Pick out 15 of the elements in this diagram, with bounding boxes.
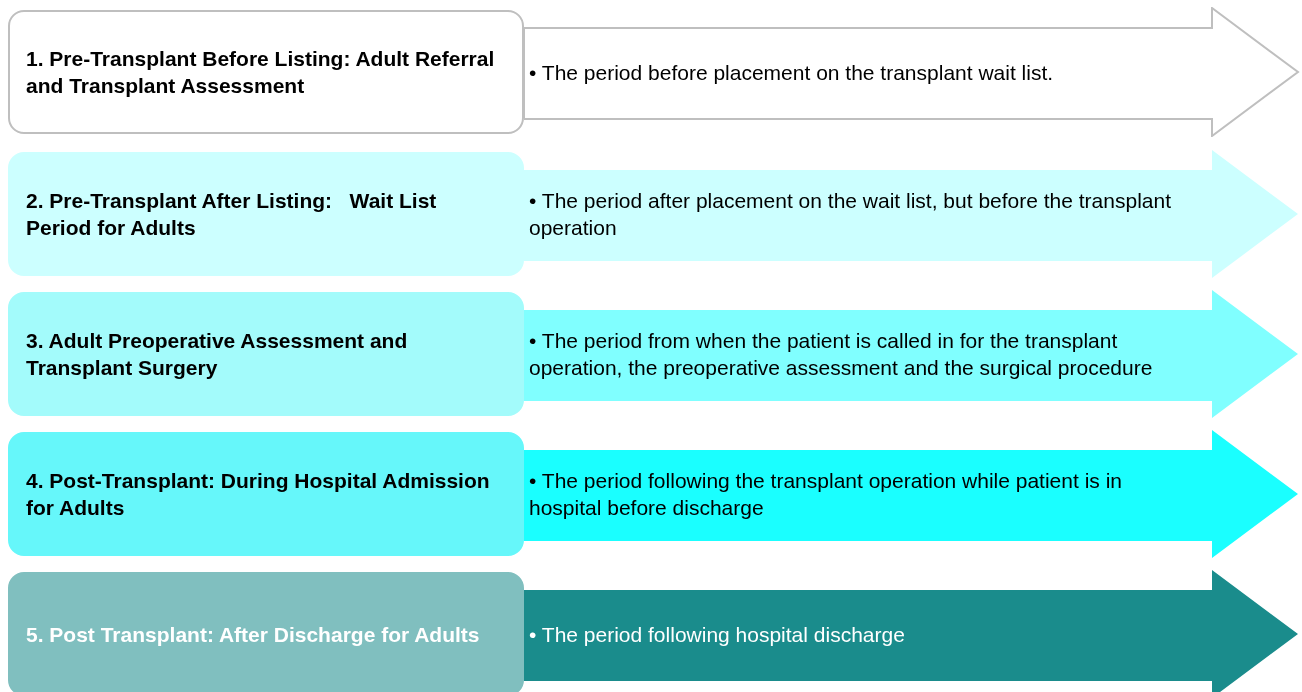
description-text: • The period after placement on the wait list, but before the transplant operation	[529, 188, 1172, 241]
stage-heading: 1. Pre-Transplant Before Listing: Adult Referral and Transplant Assessment	[26, 46, 496, 99]
description-text: • The period before placement on the transplant wait list.	[529, 59, 1054, 86]
description-text: • The period following the transplant operation while patient is in hospital before discharge	[529, 468, 1123, 521]
stage-box	[8, 572, 524, 692]
stage-box	[8, 10, 524, 134]
description-text: • The period following hospital discharge	[529, 621, 905, 648]
description-text: • The period from when the patient is called in for the transplant operation, the preoperative assessment and the surgical procedure	[529, 328, 1154, 381]
stage-box	[8, 432, 524, 556]
stage-heading: 4. Post-Transplant: During Hospital Admission for Adults	[26, 468, 491, 521]
stage-heading: 5. Post Transplant: After Discharge for Adults	[26, 621, 480, 648]
stage-heading: 2. Pre-Transplant After Listing: Wait List Period for Adults	[26, 188, 438, 241]
stage-box	[8, 292, 524, 416]
stage-box	[8, 152, 524, 276]
stage-heading: 3. Adult Preoperative Assessment and Transplant Surgery	[26, 328, 409, 381]
